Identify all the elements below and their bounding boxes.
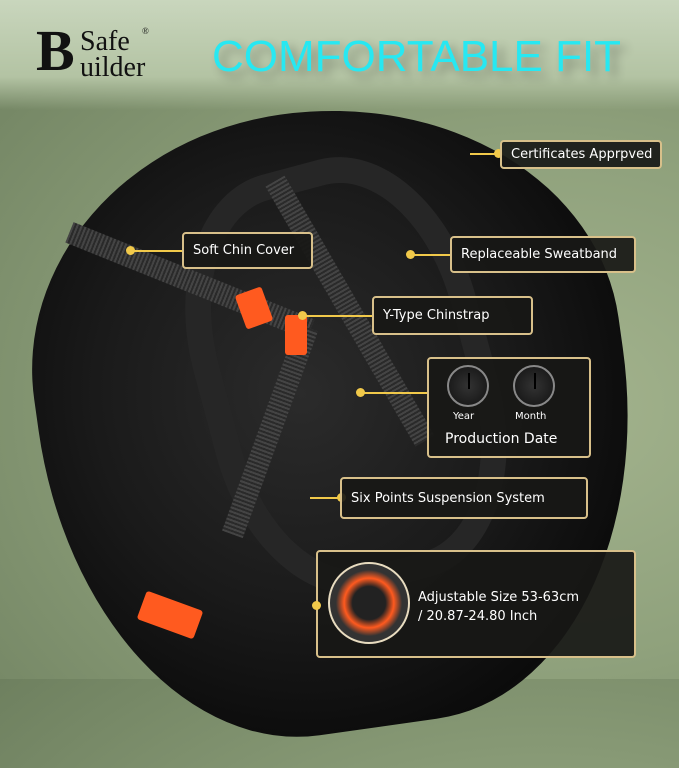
label-production-date: Year Month Production Date xyxy=(427,357,591,458)
ratchet-closeup-image xyxy=(328,562,410,644)
label-adjustable: Adjustable Size 53-63cm / 20.87-24.80 In… xyxy=(316,550,636,658)
label-sweatband: Replaceable Sweatband xyxy=(450,236,636,273)
label-text: Replaceable Sweatband xyxy=(461,247,618,262)
label-text: Y-Type Chinstrap xyxy=(383,308,490,323)
logo-initial: B xyxy=(36,18,75,83)
label-chin-cover: Soft Chin Cover xyxy=(182,232,313,269)
label-text: Production Date xyxy=(445,431,558,447)
label-text: / 20.87-24.80 Inch xyxy=(418,609,538,624)
headline: COMFORTABLE FIT xyxy=(212,32,622,81)
logo-line2: uilder xyxy=(80,52,146,83)
label-certificates: Certificates Apprpved xyxy=(500,140,662,169)
month-dial-icon xyxy=(513,365,555,407)
label-chinstrap: Y-Type Chinstrap xyxy=(372,296,533,335)
label-text: Certificates Apprpved xyxy=(511,147,653,162)
registered-mark: ® xyxy=(142,26,149,36)
label-text: Soft Chin Cover xyxy=(193,243,295,258)
brand-logo: B Safe uilder ® xyxy=(36,22,156,83)
year-label: Year xyxy=(453,411,475,422)
label-text: Six Points Suspension System xyxy=(351,490,545,506)
header-band xyxy=(0,0,679,110)
year-dial-icon xyxy=(447,365,489,407)
label-suspension: Six Points Suspension System xyxy=(340,477,588,519)
buckle-image xyxy=(285,315,307,355)
callout-dot xyxy=(494,149,503,158)
callout-dot xyxy=(312,601,321,610)
logo-line1: Safe xyxy=(80,26,130,57)
month-label: Month xyxy=(515,411,547,422)
label-text: Adjustable Size 53-63cm xyxy=(418,590,580,605)
